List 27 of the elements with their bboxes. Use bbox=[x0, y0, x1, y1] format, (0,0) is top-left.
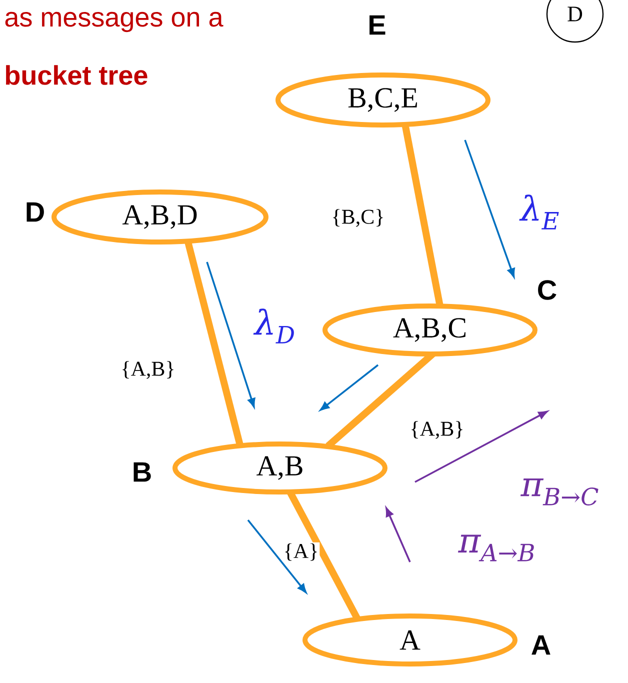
node-letter: A bbox=[532, 635, 550, 655]
message-label: π$_{A→B}$ bbox=[458, 534, 534, 562]
heading-text: bucket tree bbox=[6, 65, 148, 85]
node-letter: D bbox=[26, 202, 44, 222]
message-arrow bbox=[320, 364, 379, 411]
node-letter: E bbox=[370, 15, 386, 35]
ellipse-node: B,C,E bbox=[276, 72, 490, 128]
edge-label: {A,B} bbox=[122, 361, 174, 379]
message-label: λ$_{E}$ bbox=[519, 194, 559, 230]
ellipse-node: A bbox=[302, 614, 518, 666]
heading-text: as messages on a bbox=[5, 12, 224, 32]
edge-label: {B,C} bbox=[333, 209, 383, 227]
node-letter: C bbox=[538, 280, 556, 300]
tree-edge bbox=[184, 241, 244, 446]
node-letter: B bbox=[134, 462, 151, 482]
ellipse-node: A,B,C bbox=[322, 304, 538, 356]
message-arrow bbox=[386, 508, 411, 562]
edge-label: {A,B} bbox=[412, 421, 462, 439]
ellipse-node: A,B bbox=[172, 442, 388, 494]
message-arrow bbox=[414, 410, 548, 483]
edge-label: {A} bbox=[285, 543, 317, 561]
message-label: λ$_{D}$ bbox=[253, 308, 294, 344]
message-arrow bbox=[464, 140, 515, 278]
message-arrow bbox=[247, 519, 307, 593]
message-arrow bbox=[206, 262, 256, 408]
ellipse-node: A,B,D bbox=[52, 190, 268, 244]
message-label: π$_{B→C}$ bbox=[520, 478, 598, 506]
